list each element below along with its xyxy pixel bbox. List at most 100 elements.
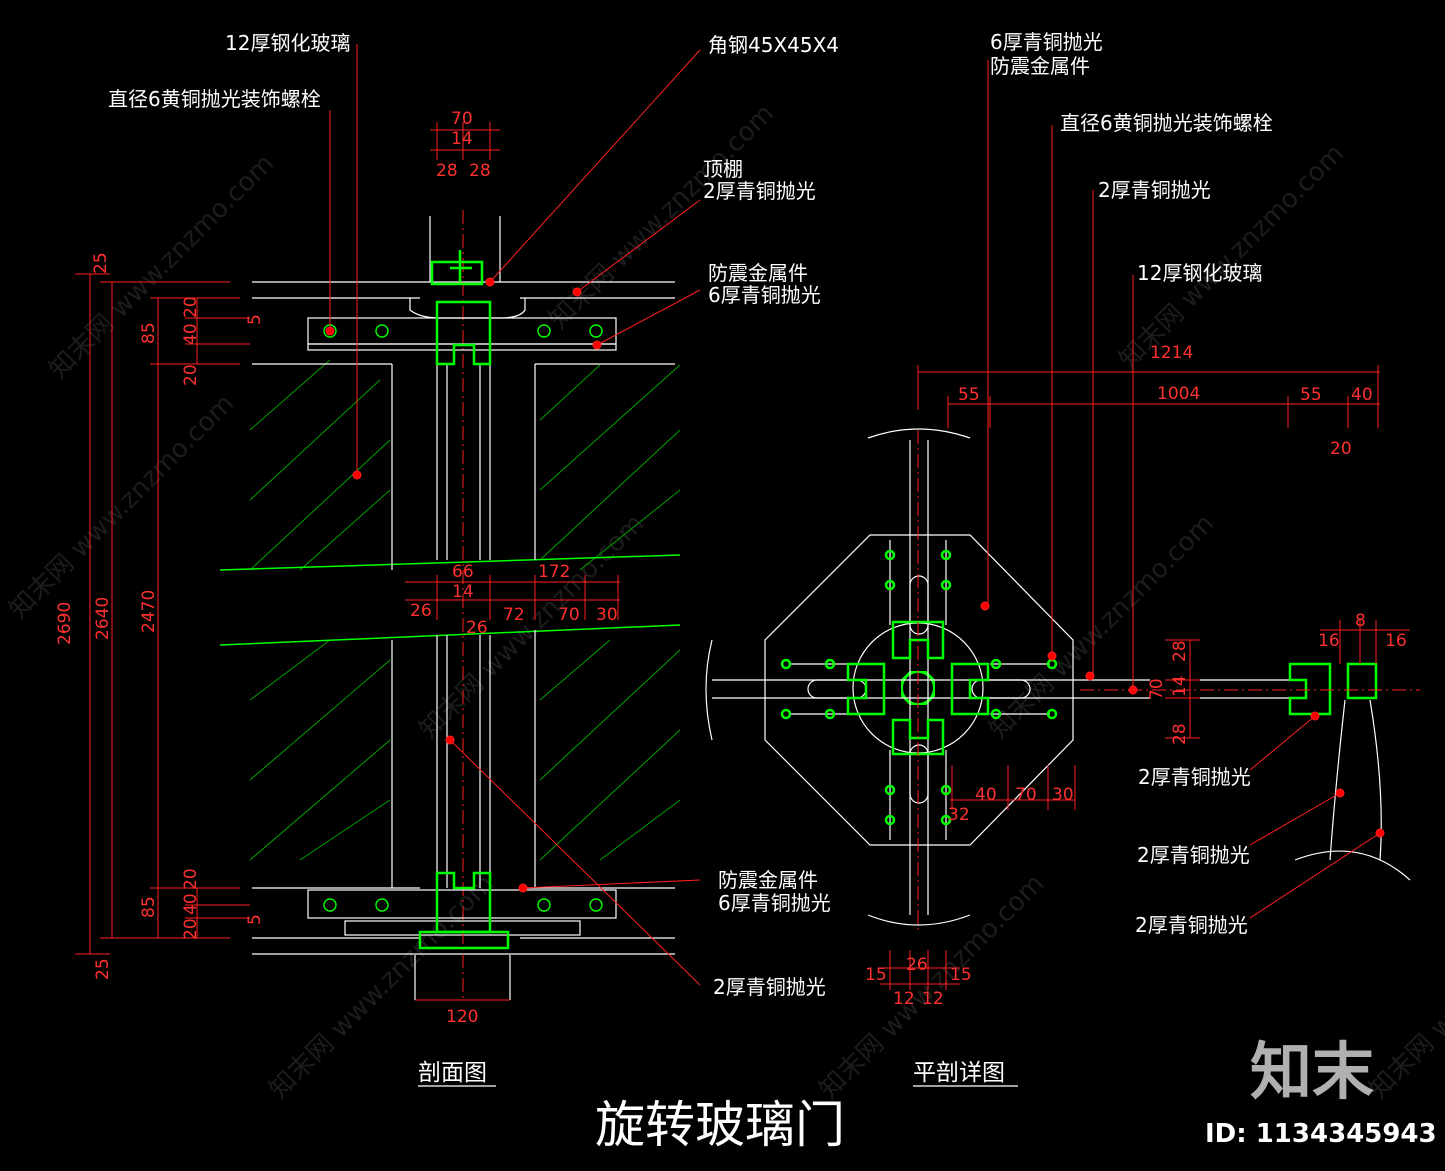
label-bronze-2mm: 2厚青铜抛光 (1135, 913, 1248, 937)
dim-text: 26 (410, 601, 432, 621)
dim-text: 28 (1170, 723, 1190, 745)
dim-text: 20 (181, 296, 201, 318)
label-bronze-6mm-top: 6厚青铜抛光 (708, 283, 821, 307)
bolt-icon (537, 324, 551, 338)
dim-text: 28 (469, 161, 491, 181)
label-bronze-2mm: 2厚青铜抛光 (1098, 178, 1211, 202)
dim-text: 15 (865, 965, 887, 985)
vertical-wing (867, 428, 971, 926)
dim-text: 85 (139, 322, 159, 344)
dim-text: 85 (139, 896, 159, 918)
dim-text: 120 (446, 1007, 478, 1027)
dim-text: 25 (91, 252, 111, 274)
dim-text: 70 (451, 109, 473, 129)
dim-text: 20 (181, 364, 201, 386)
bolt-icon (323, 898, 337, 912)
dim-text: 14 (1170, 675, 1190, 697)
horizontal-wing (705, 639, 1300, 741)
dim-text: 16 (1385, 631, 1407, 651)
dim-text: 25 (93, 958, 113, 980)
label-bronze-6mm: 6厚青铜抛光 (990, 30, 1103, 54)
dim-text: 70 (1147, 678, 1167, 700)
dim-text: 40 (975, 785, 997, 805)
bolt-icon (537, 898, 551, 912)
label-brass-bolt: 直径6黄铜抛光装饰螺栓 (108, 87, 321, 111)
dim-text: 32 (948, 805, 970, 825)
bolt-icon (375, 898, 389, 912)
label-glass-12mm: 12厚钢化玻璃 (1137, 261, 1262, 285)
dim-text: 30 (596, 605, 618, 625)
bottom-clamp-plate (307, 889, 617, 919)
plan-title: 平剖详图 (913, 1060, 1005, 1086)
section-dim-lines (75, 122, 620, 1001)
hatch-fields (249, 359, 681, 861)
label-bronze-2mm: 2厚青铜抛光 (1137, 843, 1250, 867)
dim-text: 70 (558, 605, 580, 625)
dim-text: 70 (1015, 785, 1037, 805)
plan-leaders (917, 60, 1420, 930)
plan-dim-lines (880, 365, 1410, 990)
dim-text: 12 (922, 989, 944, 1009)
top-bracket (430, 250, 492, 366)
brand-logo: 知末 (1250, 1035, 1374, 1108)
titles: 剖面图 平剖详图 旋转玻璃门 (418, 1060, 1018, 1154)
dim-text: 26 (906, 955, 928, 975)
dim-text: 8 (1355, 611, 1366, 631)
image-id: ID: 1134345943 (1205, 1119, 1437, 1149)
label-glass-12mm: 12厚钢化玻璃 (225, 31, 350, 55)
dim-text: 12 (893, 989, 915, 1009)
dim-text: 55 (958, 385, 980, 405)
hub-octagon (901, 671, 935, 705)
section-leaders (325, 44, 701, 986)
dim-text: 172 (538, 562, 570, 582)
break-line-lower (219, 624, 681, 646)
plan-brackets (780, 549, 1378, 826)
bottom-bolts (323, 898, 603, 912)
dim-text: 14 (452, 582, 474, 602)
dim-text: 1004 (1157, 384, 1200, 404)
break-line-upper (219, 554, 681, 571)
bolt-icon (375, 324, 389, 338)
section-dimensions: 70 14 28 28 25 20 5 40 85 20 2690 2640 2… (55, 109, 618, 1027)
label-seismic-top: 防震金属件 (708, 261, 808, 285)
dim-text: 16 (1318, 631, 1340, 651)
dim-text: 72 (503, 605, 525, 625)
dim-text: 40 (181, 893, 201, 915)
dim-text: 28 (436, 161, 458, 181)
label-seismic-bottom: 防震金属件 (718, 868, 818, 892)
dim-text: 2690 (55, 602, 75, 645)
dim-text: 5 (245, 914, 265, 925)
section-title: 剖面图 (418, 1060, 487, 1086)
dim-text: 15 (950, 965, 972, 985)
dim-text: 1214 (1150, 343, 1193, 363)
dim-text: 55 (1300, 385, 1322, 405)
section-view (75, 44, 701, 1001)
bolt-icon (589, 324, 603, 338)
label-ceiling: 顶棚 (703, 157, 743, 181)
plan-labels: 6厚青铜抛光 防震金属件 直径6黄铜抛光装饰螺栓 2厚青铜抛光 12厚钢化玻璃 … (990, 30, 1273, 937)
label-angle-steel: 角钢45X45X4 (708, 33, 839, 57)
dim-text: 5 (245, 314, 265, 325)
dim-text: 20 (181, 918, 201, 940)
dim-text: 30 (1052, 785, 1074, 805)
dim-text: 40 (181, 323, 201, 345)
dim-text: 40 (1351, 385, 1373, 405)
dim-text: 2640 (93, 597, 113, 640)
dim-text: 14 (451, 129, 473, 149)
label-bronze-2mm-top: 2厚青铜抛光 (703, 179, 816, 203)
bottom-bracket (418, 871, 510, 950)
dim-text: 20 (1330, 439, 1352, 459)
label-bronze-6mm-bottom: 6厚青铜抛光 (718, 891, 831, 915)
dim-text: 26 (466, 618, 488, 638)
label-bronze-2mm-bottom: 2厚青铜抛光 (713, 975, 826, 999)
octagon-base (764, 534, 1074, 846)
section-labels: 12厚钢化玻璃 直径6黄铜抛光装饰螺栓 角钢45X45X4 顶棚 2厚青铜抛光 … (108, 31, 839, 999)
brand-mark: 知末 ID: 1134345943 (1205, 1035, 1437, 1149)
edge-curves (1294, 699, 1411, 881)
dim-text: 66 (452, 562, 474, 582)
main-title: 旋转玻璃门 (595, 1096, 845, 1154)
label-brass-bolt: 直径6黄铜抛光装饰螺栓 (1060, 111, 1273, 135)
top-bolts (323, 324, 603, 338)
plan-dimensions: 1214 55 1004 55 40 20 28 70 14 28 16 8 1… (865, 343, 1407, 1009)
